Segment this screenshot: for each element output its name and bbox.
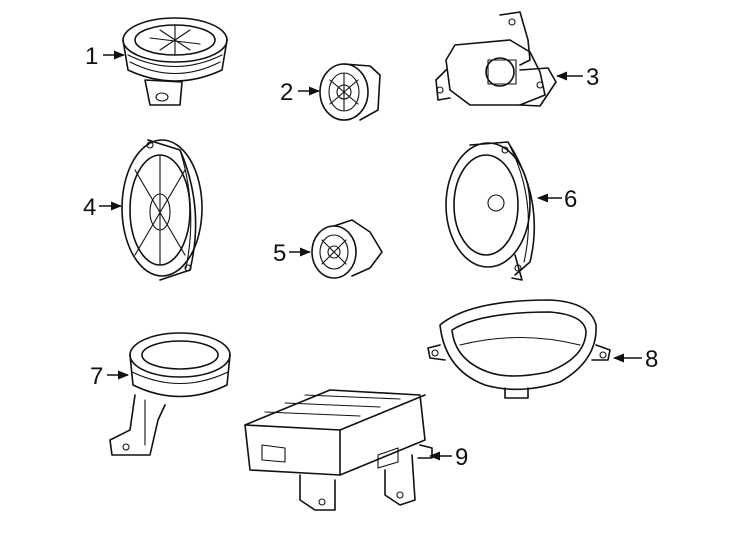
part-9-amplifier[interactable] xyxy=(244,389,433,511)
part-5-tweeter[interactable] xyxy=(311,219,383,279)
part-3-bracket-speaker[interactable] xyxy=(435,11,557,107)
part-8-subwoofer[interactable] xyxy=(427,299,611,399)
callout-3: 3 xyxy=(586,64,599,91)
part-4-speaker[interactable] xyxy=(121,139,203,281)
callout-9: 9 xyxy=(455,444,468,471)
callout-6: 6 xyxy=(564,186,577,213)
callout-7: 7 xyxy=(90,363,103,390)
callout-arrows xyxy=(99,50,642,461)
part-1-speaker[interactable] xyxy=(122,17,228,106)
callout-4: 4 xyxy=(83,194,96,221)
callout-1: 1 xyxy=(85,43,98,70)
part-7-speaker[interactable] xyxy=(109,332,231,456)
callout-2: 2 xyxy=(280,79,293,106)
part-2-tweeter[interactable] xyxy=(319,63,381,121)
callout-5: 5 xyxy=(273,240,286,267)
part-6-speaker[interactable] xyxy=(445,141,536,281)
callout-8: 8 xyxy=(645,346,658,373)
callout-labels: 1 2 3 4 5 6 7 8 9 xyxy=(83,43,658,471)
